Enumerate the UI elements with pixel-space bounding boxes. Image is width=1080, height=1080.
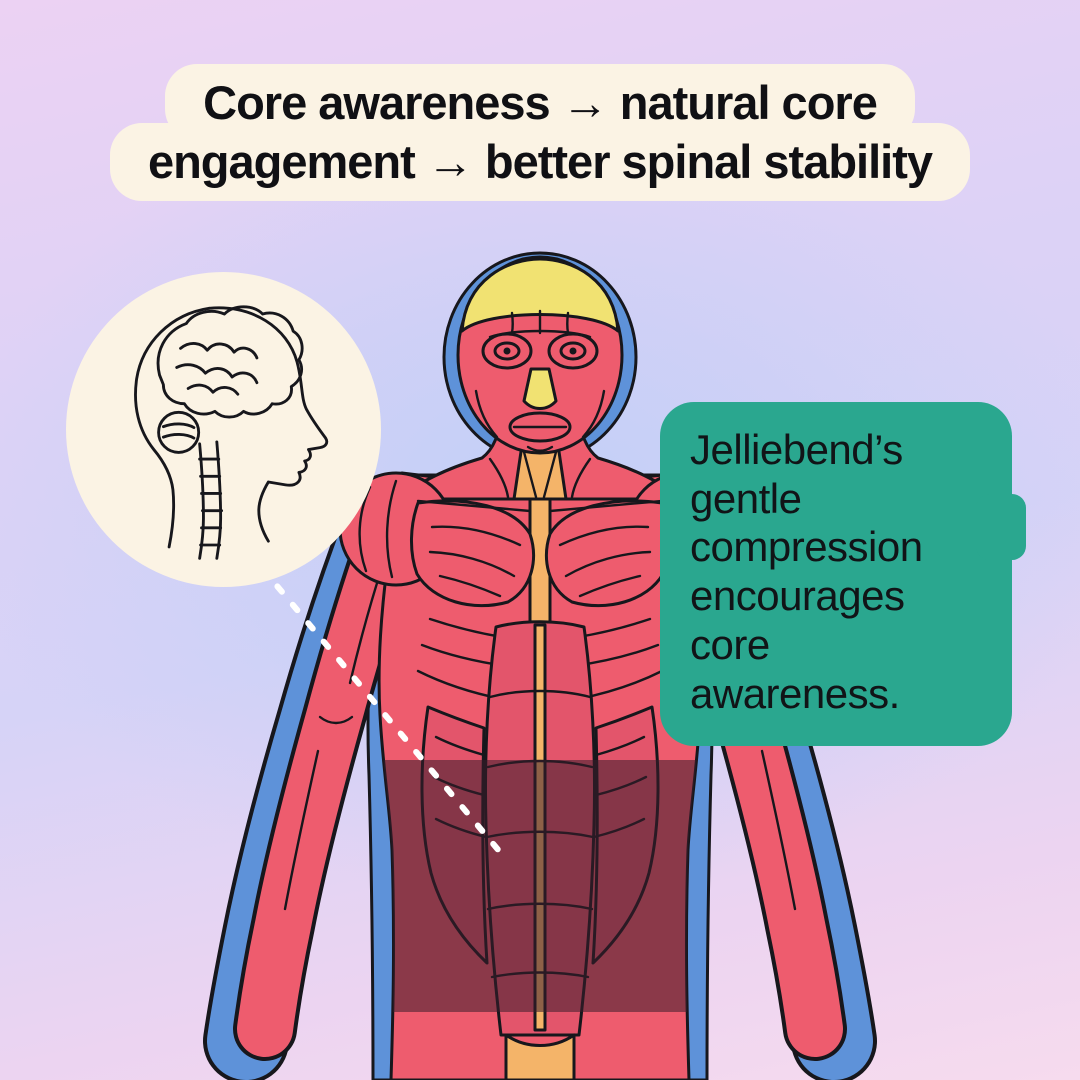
brain-gyri-lines	[175, 342, 259, 396]
right-eye	[569, 347, 577, 355]
pectoral-lines	[416, 499, 664, 598]
brain-outline	[156, 305, 304, 419]
callout-line-1: Jelliebend’s	[690, 426, 903, 473]
compression-band	[379, 760, 701, 1012]
brain-illustration-circle	[66, 272, 381, 587]
mouth-lines	[512, 425, 568, 452]
callout-line-3: compression	[690, 523, 923, 571]
headline-line-1: Core awareness → natural core	[165, 64, 915, 142]
left-pectoral	[409, 499, 535, 608]
callout-line-2: gentle	[690, 474, 802, 522]
cerebellum	[157, 410, 201, 454]
callout-line-5: core awareness.	[690, 620, 900, 717]
callout-line-4: encourages	[690, 572, 905, 620]
cerebellum-lines	[161, 422, 196, 440]
face-profile-outline	[207, 306, 329, 543]
skull-back-outline	[134, 306, 211, 549]
headline-banner: Core awareness → natural core engagement…	[0, 64, 1080, 201]
spine-right-edge	[215, 440, 223, 560]
right-pectoral	[545, 499, 671, 608]
spine-left-edge	[198, 442, 205, 560]
pelvis-tendon	[504, 1033, 576, 1080]
callout-bubble: Jelliebend’s gentle compression encourag…	[660, 402, 1026, 747]
headline-line-2: engagement → better spinal stability	[109, 123, 971, 201]
brain-head-illustration	[134, 305, 329, 560]
vertebrae-lines	[198, 457, 224, 547]
left-eye	[503, 347, 511, 355]
nose	[522, 367, 558, 410]
scalp	[460, 257, 620, 333]
